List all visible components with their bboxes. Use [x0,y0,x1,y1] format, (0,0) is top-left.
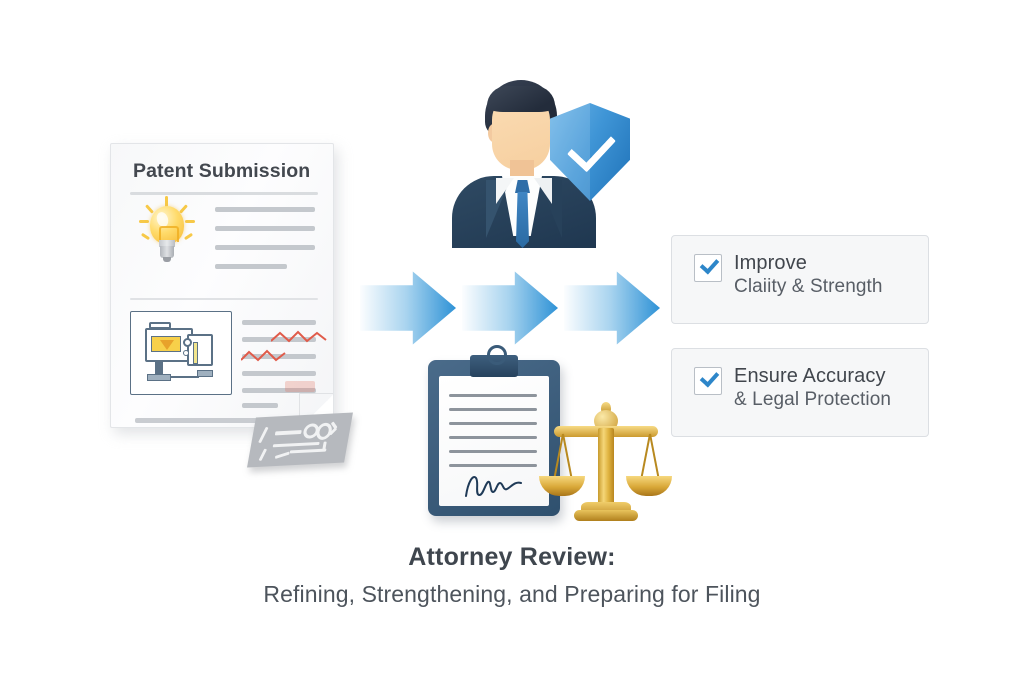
machine-dial-small [183,350,189,356]
bulb-ray [183,232,194,241]
text-line [215,207,315,212]
text-line [242,388,316,393]
bulb-tip [163,257,171,262]
clipboard-signed-icon [428,345,560,516]
bulb-ray [140,232,151,241]
paper-line [449,436,537,439]
document-page: Patent Submission [110,143,334,428]
card-text: Improve Claiity & Strength [734,252,883,298]
scale-post [598,428,614,506]
middle-rule [130,298,318,300]
tag-underline [272,441,320,448]
caption: Attorney Review: Refining, Strengthening… [0,543,1024,608]
card-text: Ensure Accuracy & Legal Protection [734,365,891,411]
paper-line [449,422,537,425]
arrow-2 [462,270,558,346]
machine-arrow [160,340,174,350]
checkbox-checked-icon[interactable] [694,254,722,282]
tag-slash [258,448,268,461]
arrow-3 [564,270,660,346]
arrow-1 [360,270,456,346]
scale-base [574,510,638,521]
paper-line [449,450,537,453]
text-line [215,226,315,231]
card-content: Improve Claiity & Strength [694,252,883,298]
arrow-shape [462,271,558,345]
correction-highlight [285,381,315,392]
card-heading: Ensure Accuracy [734,365,886,387]
paper-line [449,394,537,397]
card-heading: Improve [734,252,807,274]
signature-mark [465,476,522,497]
arrow-shape [564,271,660,345]
arrow-shape [360,271,456,345]
bulb-filament [159,226,179,242]
bulb-base [160,246,174,258]
caption-title: Attorney Review: [408,543,616,571]
card-subtext: & Legal Protection [734,388,892,410]
machine-dial [183,338,192,347]
tag-tick [274,451,290,459]
caption-subtitle: Refining, Strengthening, and Preparing f… [263,581,761,607]
collar-left [496,178,514,204]
card-subtext: Claiity & Strength [734,275,883,297]
checkbox-checked-icon[interactable] [694,367,722,395]
shield-check-icon [550,103,630,201]
necktie [516,192,529,248]
bulb-ray [185,220,195,223]
clipboard-clamp [470,355,518,377]
collar-right [534,178,552,204]
card-content: Ensure Accuracy & Legal Protection [694,365,891,411]
text-line [242,320,316,325]
machine-leg [155,362,163,376]
scale-finial [601,402,611,414]
scale-pan-left [539,476,585,496]
patent-document: Patent Submission [110,143,338,434]
fringe [487,86,555,112]
attorney-avatar [452,80,596,248]
bulb-neck [159,240,175,247]
machine-bar [193,342,198,364]
machine-rail [171,376,199,378]
document-title: Patent Submission [133,160,311,182]
clipboard-paper [439,376,549,506]
tie-knot [515,180,530,193]
paper-line [449,408,537,411]
scale-string [640,433,651,478]
text-line [242,403,278,408]
text-line [242,371,316,376]
tag-dash [274,430,302,436]
bottom-rule [135,418,311,423]
text-line [242,337,316,342]
text-line [215,264,287,269]
scale-string [553,433,564,478]
clipboard-ring [487,345,507,365]
scale-string [562,433,572,478]
machine-foot [197,370,213,377]
paper-line [449,464,537,467]
machine-diagram-icon [130,311,232,395]
benefit-card-improve[interactable]: Improve Claiity & Strength [671,235,929,324]
machine-top [149,322,171,329]
text-line [215,245,315,250]
correction-squiggle [241,349,286,362]
benefit-card-ensure-accuracy[interactable]: Ensure Accuracy & Legal Protection [671,348,929,437]
machine-foot [147,374,171,381]
title-rule [130,192,318,195]
tag-slash [258,426,269,444]
scale-pan-right [626,476,672,496]
bulb-ray [139,220,149,223]
scale-string [649,433,659,478]
code-tag-icon [247,412,353,468]
tag-line [289,448,327,454]
correction-squiggle [271,330,327,343]
bulb-ray [165,196,168,207]
process-arrows [360,270,660,346]
scales-of-justice-icon [539,402,672,526]
lightbulb-icon [139,196,195,272]
